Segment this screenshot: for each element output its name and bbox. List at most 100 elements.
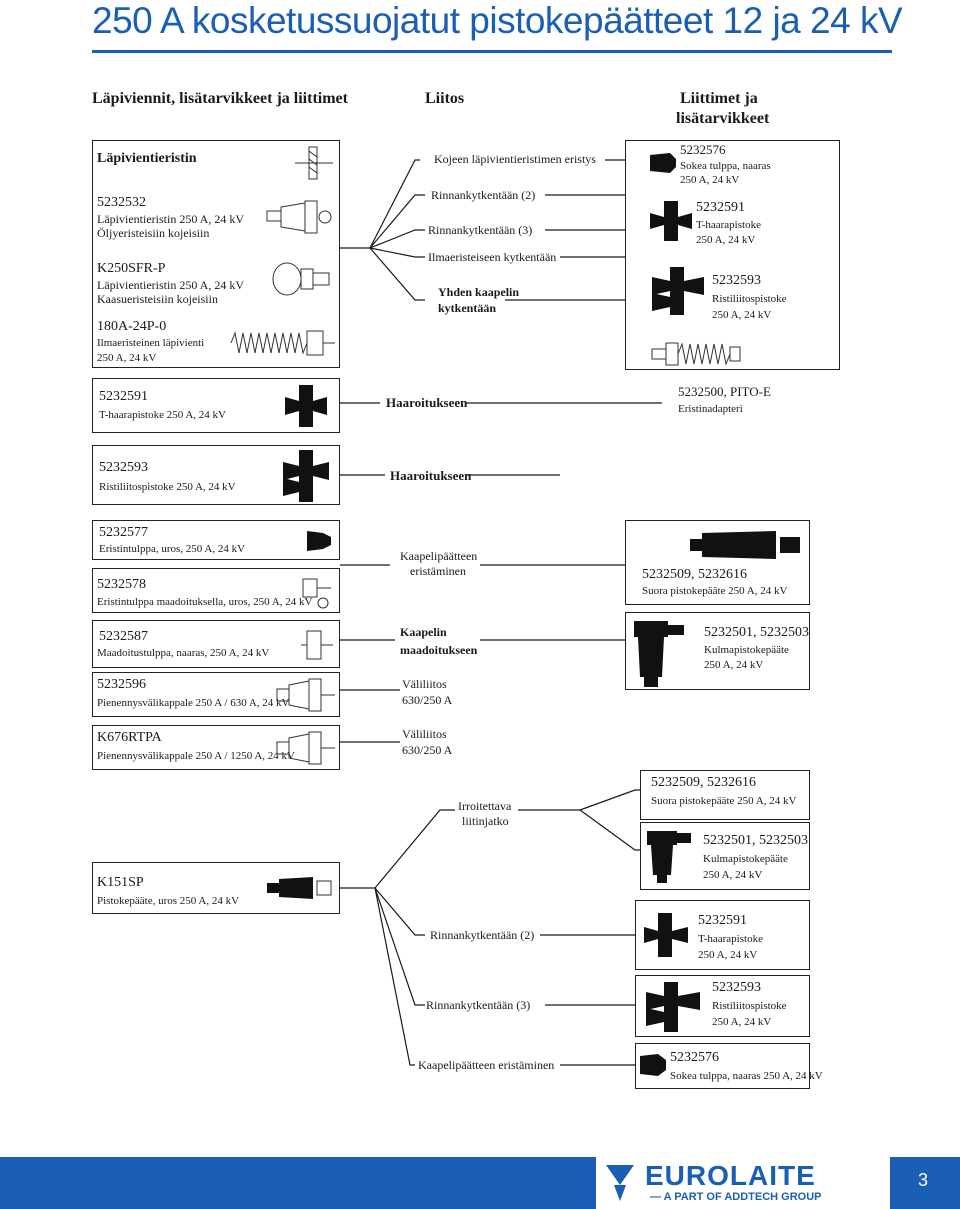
air-bushing-icon xyxy=(230,330,335,356)
item-desc: 250 A, 24 kV xyxy=(97,352,157,364)
item-code: 5232596 xyxy=(97,677,146,692)
angle-plug-icon xyxy=(647,831,691,883)
item-desc: 250 A, 24 kV xyxy=(712,309,772,321)
cross-plug-box: 5232593 Ristiliitospistoke 250 A, 24 kV xyxy=(92,445,340,505)
item-desc: Eristinadapteri xyxy=(678,403,743,415)
item-desc: T-haarapistoke xyxy=(696,219,761,231)
item-desc: Eristintulppa, uros, 250 A, 24 kV xyxy=(99,543,246,555)
t-plug-icon xyxy=(285,385,327,427)
item-desc: Sokea tulppa, naaras 250 A, 24 kV xyxy=(670,1070,823,1082)
page-number: 3 xyxy=(918,1170,929,1190)
item-code: 5232532 xyxy=(97,195,146,210)
label-kaap-ma-1: Kaapelin xyxy=(400,625,447,639)
item-code: 5232500, PITO-E xyxy=(678,384,771,399)
insulating-adapter-icon xyxy=(651,342,741,366)
bushings-box: Läpivientieristin 5232532 Läpivientieris… xyxy=(92,140,340,368)
item-code: 5232501, 5232503 xyxy=(703,833,808,848)
blind-plug-box-b: 5232576 Sokea tulppa, naaras 250 A, 24 k… xyxy=(635,1043,823,1089)
label-rinn3-b: Rinnankytkentään (3) xyxy=(426,998,531,1012)
item-desc: Läpivientieristin 250 A, 24 kV xyxy=(97,278,244,292)
header-left: Läpiviennit, lisätarvikkeet ja liittimet xyxy=(92,90,348,107)
item-desc: Suora pistokepääte 250 A, 24 kV xyxy=(651,795,797,807)
t-plug-box: 5232591 T-haarapistoke 250 A, 24 kV xyxy=(92,378,340,433)
straight-plug-icon xyxy=(267,877,332,899)
blind-plug-icon xyxy=(650,153,676,173)
item-desc: Maadoitustulppa, naaras, 250 A, 24 kV xyxy=(97,647,270,659)
item-desc: Sokea tulppa, naaras xyxy=(680,160,771,172)
label-haaroitukseen-1: Haaroitukseen xyxy=(386,395,468,410)
item-code: 5232593 xyxy=(99,460,148,475)
item-desc: Eristintulppa maadoituksella, uros, 250 … xyxy=(97,596,313,608)
item-desc: Pienennysvälikappale 250 A / 1250 A, 24 … xyxy=(97,750,295,762)
angle-plug-box: 5232501, 5232503 Kulmapistokepääte 250 A… xyxy=(625,612,810,690)
item-desc: 250 A, 24 kV xyxy=(704,659,764,671)
connectors-box: 5232576 Sokea tulppa, naaras 250 A, 24 k… xyxy=(625,140,840,370)
item-code: 5232578 xyxy=(97,577,146,592)
label-haaroitukseen-2: Haaroitukseen xyxy=(390,468,472,483)
item-code: 5232501, 5232503 xyxy=(704,625,809,640)
wall-bushing-icon xyxy=(295,146,333,180)
item-code: 5232593 xyxy=(712,273,761,288)
label-kojeen: Kojeen läpivientieristimen eristys xyxy=(434,152,596,166)
insulating-plug-icon xyxy=(307,531,331,551)
item-desc: 250 A, 24 kV xyxy=(698,949,758,961)
item-code: 5232593 xyxy=(712,980,761,995)
item-desc: Ristiliitospistoke 250 A, 24 kV xyxy=(99,481,236,493)
item-desc: T-haarapistoke xyxy=(698,933,763,945)
item-desc: 250 A, 24 kV xyxy=(680,174,740,186)
brand-name: EUROLAITE xyxy=(645,1160,816,1191)
plug-578-box: 5232578 Eristintulppa maadoituksella, ur… xyxy=(92,568,340,613)
bushing-icon xyxy=(266,200,332,234)
header-middle: Liitos xyxy=(425,90,465,107)
label-vali-1a: Väliliitos xyxy=(402,677,447,691)
label-kaap-er-b: Kaapelipäätteen eristäminen xyxy=(418,1058,555,1072)
label-yhden-1: Yhden kaapelin xyxy=(438,285,520,299)
cross-plug-box-b: 5232593 Ristiliitospistoke 250 A, 24 kV xyxy=(635,975,810,1037)
item-code: K250SFR-P xyxy=(97,261,166,276)
straight-plug-box: 5232509, 5232616 Suora pistokepääte 250 … xyxy=(625,520,810,605)
label-ilma: Ilmaeristeiseen kytkentään xyxy=(428,250,557,264)
t-plug-icon xyxy=(644,913,688,957)
t-plug-icon xyxy=(650,201,692,241)
bushing-heading: Läpivientieristin xyxy=(97,151,197,166)
brand-subtitle: — A PART OF ADDTECH GROUP xyxy=(650,1191,822,1203)
label-kaap-er-2: eristäminen xyxy=(410,564,466,578)
plug-k151-box: K151SP Pistokepääte, uros 250 A, 24 kV xyxy=(92,862,340,914)
item-code: 5232509, 5232616 xyxy=(642,567,747,582)
item-desc: Pistokepääte, uros 250 A, 24 kV xyxy=(97,895,240,907)
item-code: 5232587 xyxy=(99,629,148,644)
item-code: 5232576 xyxy=(680,142,726,157)
cross-plug-icon xyxy=(652,267,704,315)
item-code: 5232576 xyxy=(670,1050,719,1065)
reducer-icon xyxy=(276,731,335,765)
label-rinn3: Rinnankytkentään (3) xyxy=(428,223,533,237)
item-code: 5232591 xyxy=(696,200,745,215)
earthing-plug-icon xyxy=(302,578,331,609)
item-code: 5232577 xyxy=(99,525,148,540)
item-desc: Kulmapistokepääte xyxy=(703,853,788,865)
label-rinn2: Rinnankytkentään (2) xyxy=(431,188,536,202)
item-desc: T-haarapistoke 250 A, 24 kV xyxy=(99,409,226,421)
label-kaap-ma-2: maadoitukseen xyxy=(400,643,478,657)
angle-plug-box-b: 5232501, 5232503 Kulmapistokepääte 250 A… xyxy=(640,822,810,890)
item-desc: Pienennysvälikappale 250 A / 630 A, 24 k… xyxy=(97,697,290,709)
earthing-cap-icon xyxy=(301,630,333,660)
label-rinn2-b: Rinnankytkentään (2) xyxy=(430,928,535,942)
gas-bushing-icon xyxy=(272,262,330,296)
item-desc: Ristiliitospistoke xyxy=(712,293,787,305)
item-desc: 250 A, 24 kV xyxy=(696,234,756,246)
item-code: 5232591 xyxy=(698,913,747,928)
item-desc: Läpivientieristin 250 A, 24 kV xyxy=(97,212,244,226)
header-right-1: Liittimet ja xyxy=(680,90,758,107)
item-desc: 250 A, 24 kV xyxy=(712,1016,772,1028)
brand-area xyxy=(596,1157,890,1209)
item-desc: Öljyeristeisiin kojeisiin xyxy=(97,226,210,240)
eurolaite-logo-icon xyxy=(606,1165,634,1201)
page-title: 250 A kosketussuojatut pistokepäätteet 1… xyxy=(92,0,903,41)
label-irro-2: liitinjatko xyxy=(462,814,509,828)
reducer-icon xyxy=(276,678,335,712)
item-code: K151SP xyxy=(97,875,144,890)
label-vali-2a: Väliliitos xyxy=(402,727,447,741)
angle-plug-icon xyxy=(634,621,684,687)
item-code: 5232509, 5232616 xyxy=(651,775,756,790)
